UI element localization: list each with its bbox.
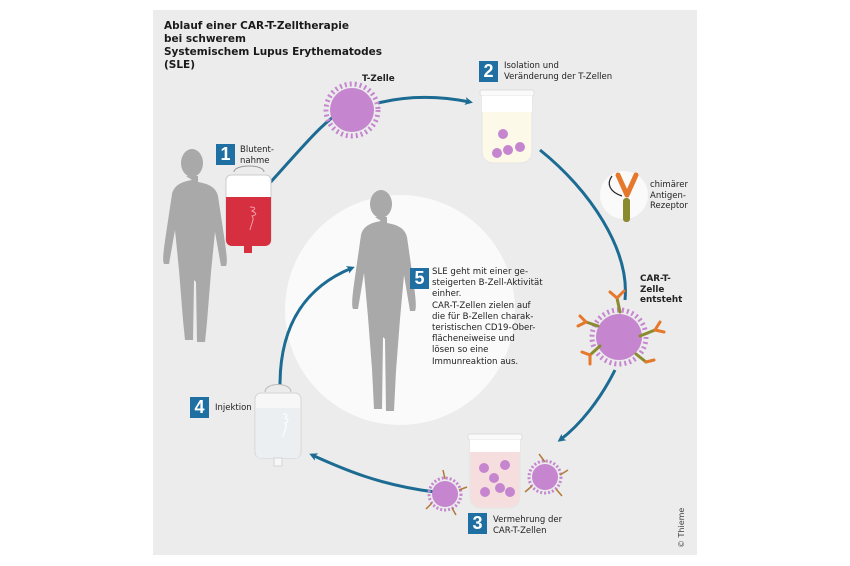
copyright-notice: © Thieme <box>677 507 686 548</box>
beaker-expansion-icon <box>467 433 523 509</box>
patient-silhouette-left <box>163 149 227 342</box>
patient-silhouette-center <box>352 190 416 411</box>
receptor-label-line: Antigen- <box>650 190 686 201</box>
car-t-label-line: Zelle <box>640 284 665 295</box>
arrow-isolation-to-cart <box>539 148 627 301</box>
step-5-line: teristischen CD19-Ober- <box>432 323 536 334</box>
car-t-label-line: entsteht <box>640 295 683 305</box>
arrow-blood-to-tcell <box>266 110 341 187</box>
arrow-expansion-to-injection <box>309 453 436 494</box>
title-line: (SLE) <box>164 59 196 71</box>
step-1-badge: 1 <box>216 144 235 165</box>
title-line: Ablauf einer CAR-T-Zelltherapie <box>164 20 349 32</box>
step-2-label: Isolation und Veränderung der T-Zellen <box>504 61 612 82</box>
step-1-label-line: nahme <box>240 155 270 166</box>
step-5-line: SLE geht mit einer ge- <box>432 267 529 277</box>
step-5-line: lösen so eine <box>432 345 489 356</box>
arrow-cart-to-expansion <box>557 369 617 442</box>
chimeric-receptor-label: chimärer Antigen- Rezeptor <box>650 180 688 212</box>
step-5-line: einher. <box>432 289 462 300</box>
blood-bag-icon <box>225 165 272 253</box>
step-2-badge: 2 <box>479 61 498 82</box>
infusion-bag-icon <box>254 384 302 467</box>
step-5-line: die für B-Zellen charak- <box>432 311 534 322</box>
diagram-title: Ablauf einer CAR-T-Zelltherapie bei schw… <box>164 20 382 72</box>
car-t-cell-small-left <box>425 469 468 516</box>
step-2-label-line: Veränderung der T-Zellen <box>504 71 613 82</box>
step-1-label: Blutent- nahme <box>240 145 274 166</box>
step-3-label: Vermehrung der CAR-T-Zellen <box>493 515 562 536</box>
car-t-label-line: CAR-T- <box>640 274 671 284</box>
car-t-forms-label: CAR-T- Zelle entsteht <box>640 274 682 306</box>
receptor-label-line: chimärer <box>650 180 688 190</box>
step-3-label-line: Vermehrung der <box>493 515 563 525</box>
step-4-badge: 4 <box>190 397 209 418</box>
step-2-label-line: Isolation und <box>504 61 559 71</box>
car-t-cell-small-right <box>524 453 569 497</box>
step-1-label-line: Blutent- <box>240 145 274 155</box>
car-t-cell-icon <box>576 289 666 367</box>
step-3-badge: 3 <box>468 513 487 534</box>
arrow-tcell-to-isolation <box>377 95 473 105</box>
beaker-isolation-icon <box>479 89 535 164</box>
title-line: bei schwerem <box>164 33 246 45</box>
receptor-label-line: Rezeptor <box>650 201 688 211</box>
step-5-line: steigerten B-Zell-Aktivität <box>432 278 543 289</box>
step-4-label: Injektion <box>215 403 252 413</box>
step-3-label-line: CAR-T-Zellen <box>493 525 547 536</box>
step-5-badge: 5 <box>410 268 429 289</box>
t-cell-label: T-Zelle <box>362 74 395 84</box>
step-5-line: flächeneiweise und <box>432 334 515 345</box>
step-5-line: CAR-T-Zellen zielen auf <box>432 300 531 311</box>
t-cell-icon <box>323 81 381 139</box>
title-line: Systemischem Lupus Erythematodes <box>164 46 383 58</box>
step-5-line: Immunreaktion aus. <box>432 356 519 367</box>
step-5-description: SLE geht mit einer ge- steigerten B-Zell… <box>432 267 543 368</box>
chimeric-receptor-icon <box>600 171 648 222</box>
arrow-injection-to-patient <box>278 266 355 386</box>
